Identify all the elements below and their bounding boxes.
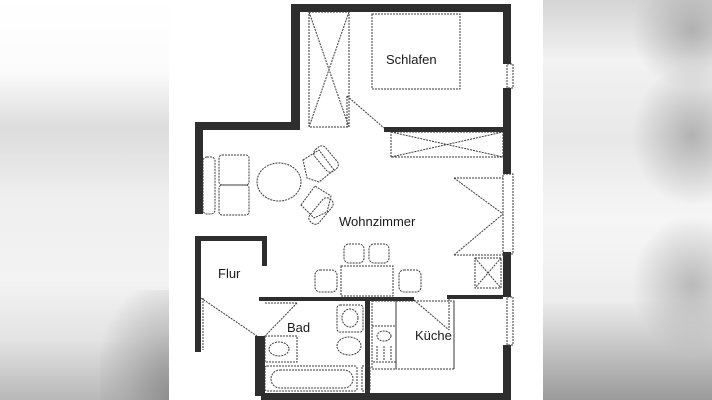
blurred-background-left (0, 0, 170, 400)
closet-living (390, 131, 504, 158)
wall-bedroom-bottom (384, 127, 504, 132)
dining-chair-2 (368, 243, 390, 264)
floor-plan-drawing (195, 4, 514, 400)
wall-top-living (195, 122, 300, 130)
room-label-flur: Flur (218, 266, 241, 281)
wall-right-mid (503, 88, 511, 174)
window-kitchen (506, 296, 514, 346)
dining-chair-3 (314, 269, 338, 293)
wall-left-flur (195, 236, 201, 352)
wall-left-bedroom (291, 4, 300, 130)
window-bedroom (506, 63, 514, 89)
armchair-2 (300, 185, 332, 219)
wall-bath-top (259, 297, 414, 301)
room-label-wohnzimmer: Wohnzimmer (339, 214, 416, 229)
shaft (474, 257, 502, 289)
dining-chair-4 (398, 269, 422, 293)
dining-chair-1 (343, 243, 365, 264)
room-label-kueche: Küche (415, 328, 452, 343)
dining-table (340, 265, 394, 297)
closet-bedroom (308, 11, 350, 128)
wall-right-bottom (503, 345, 511, 400)
floor-plan: Schlafen Wohnzimmer Flur Bad Küche (169, 0, 543, 400)
wall-flur-top (201, 236, 267, 241)
toilet-tank (336, 304, 364, 333)
sofa-seat-1 (218, 154, 250, 186)
wall-bath-left (255, 336, 265, 396)
armchair-2-back (308, 197, 334, 225)
bathtub (264, 365, 358, 392)
armchair-1-back (313, 145, 339, 173)
wall-bottom (261, 393, 511, 400)
room-label-bad: Bad (287, 320, 311, 335)
blurred-background-right (542, 0, 712, 400)
wall-top-bedroom (291, 4, 511, 12)
wall-right-upper (503, 4, 511, 64)
wall-right-lower (503, 252, 511, 297)
sofa-seat-2 (218, 184, 250, 216)
room-label-schlafen: Schlafen (386, 52, 437, 67)
coffee-table (256, 162, 302, 202)
wall-left-living-upper (195, 122, 203, 214)
armchair-1 (302, 149, 335, 183)
wall-bath-kitchen (365, 300, 370, 396)
wall-kitchen-top (447, 295, 503, 299)
wall-flur-right (262, 236, 267, 266)
bed (371, 13, 461, 90)
sofa-back (202, 156, 216, 215)
balcony-door-frame (502, 173, 514, 255)
washbasin (264, 335, 298, 363)
toilet-bowl (336, 336, 362, 356)
